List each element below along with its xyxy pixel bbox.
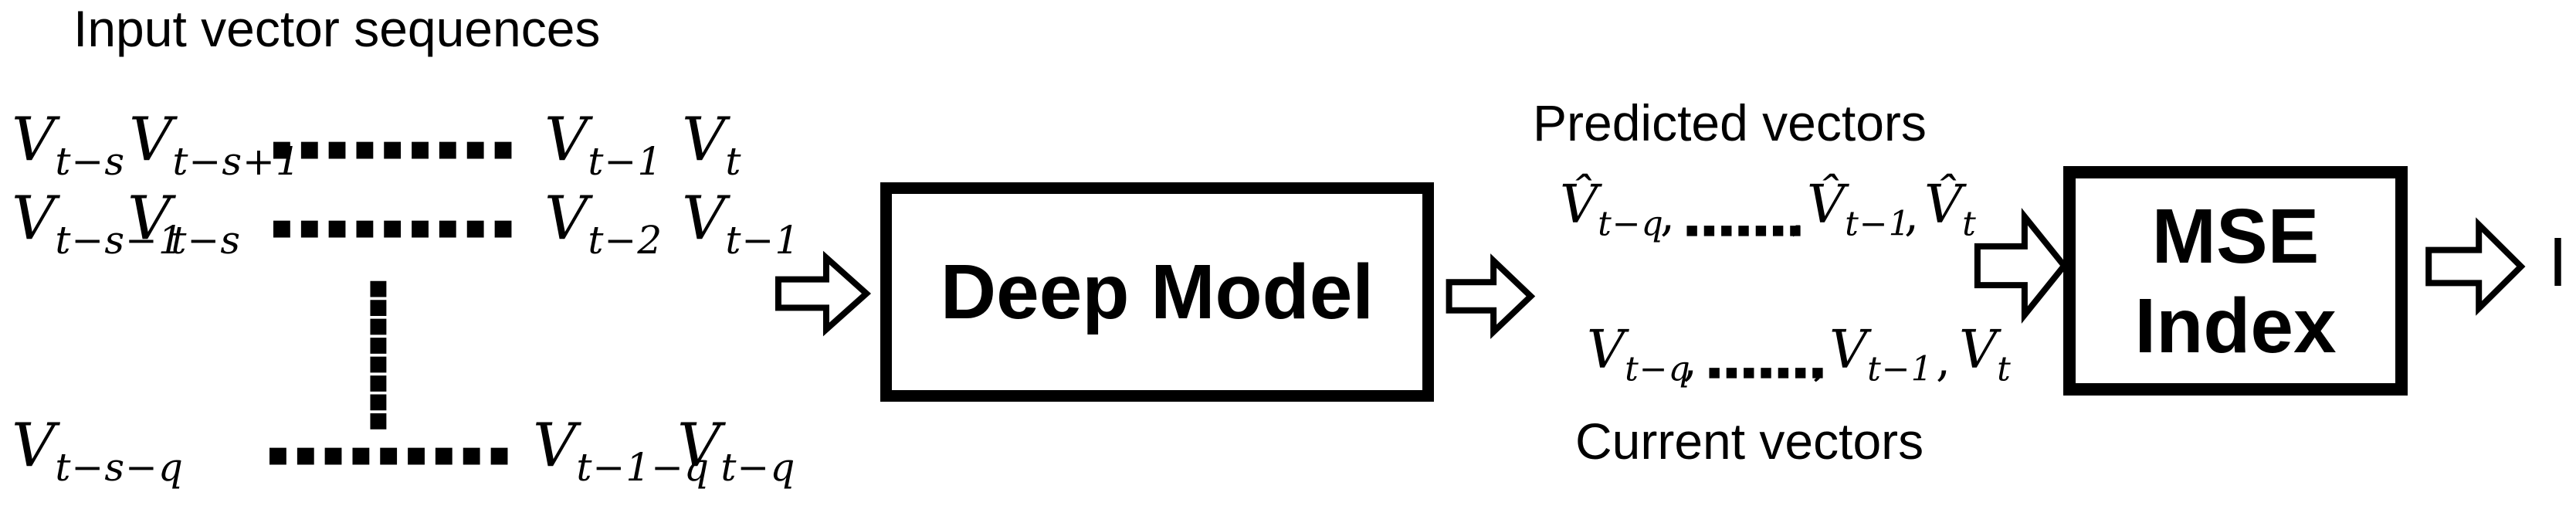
math-term: Vt−q <box>1587 320 1691 389</box>
math-term: V̂t−q <box>1560 175 1664 244</box>
mse-index-label: MSE Index <box>2134 192 2336 371</box>
math-term: V̂t <box>1924 175 1977 244</box>
math-subscript: t−s−1 <box>55 218 184 263</box>
ellipsis-dots: ▪▪▪▪▪▪▪▪▪ <box>266 434 516 474</box>
math-subscript: t−1 <box>1867 349 1934 389</box>
math-term: Vt−1 <box>544 105 663 184</box>
block-arrow-shape <box>1449 260 1531 331</box>
math-term: Vt−q <box>677 411 796 490</box>
math-subscript: t−1 <box>588 139 663 184</box>
block-arrow-right-icon <box>1974 209 2068 323</box>
math-subscript: t <box>725 139 742 184</box>
math-subscript: t−1 <box>1845 204 1911 244</box>
block-arrow-shape <box>2429 225 2521 308</box>
math-separator: , <box>1936 333 1951 387</box>
math-subscript: t <box>1997 349 2012 389</box>
math-subscript: t−1−q <box>576 445 710 490</box>
math-term: Vt <box>1959 320 2012 389</box>
math-term: Vt−s+1 <box>129 105 301 184</box>
math-term: Vt−s−1 <box>12 184 184 263</box>
math-subscript: t−s+1 <box>172 139 301 184</box>
block-arrow-right-icon <box>1446 255 1534 338</box>
block-arrow-shape <box>1978 216 2064 314</box>
math-subscript: t−1 <box>725 218 801 263</box>
math-term: Vt−s−q <box>12 411 184 490</box>
math-subscript: t−q <box>1598 204 1664 244</box>
block-arrow-shape <box>778 258 866 330</box>
math-separator: , <box>1660 188 1676 242</box>
math-term: Vt <box>682 105 742 184</box>
math-separator: , <box>1790 188 1805 242</box>
math-term: Vt−s <box>127 184 241 263</box>
math-term: Vt−1 <box>682 184 801 263</box>
deep-model-box: Deep Model <box>880 182 1434 402</box>
math-subscript: t−s <box>55 139 125 184</box>
math-subscript: t−q <box>720 445 796 490</box>
ellipsis-dots: ▪▪▪▪▪▪▪ <box>1707 360 1829 384</box>
math-term: Vt−2 <box>544 184 663 263</box>
math-subscript: t−s <box>171 218 241 263</box>
block-arrow-right-icon <box>2425 218 2525 315</box>
ellipsis-dots: ▪▪▪▪▪▪▪▪▪ <box>270 128 520 168</box>
input-sequences-title: Input vector sequences <box>73 0 601 57</box>
math-subscript: t−q <box>1625 349 1691 389</box>
math-separator: , <box>1683 333 1698 387</box>
mse-index-box: MSE Index <box>2063 166 2408 396</box>
output-index-label: I <box>2548 224 2568 301</box>
math-subscript: t−2 <box>588 218 663 263</box>
current-vectors-title: Current vectors <box>1575 413 1924 470</box>
ellipsis-dots: ▪▪▪▪▪▪▪▪▪ <box>270 207 520 246</box>
math-term: Vt−1−q <box>533 411 710 490</box>
mse-index-label-line2: Index <box>2134 282 2337 369</box>
deep-model-label: Deep Model <box>940 249 1374 335</box>
math-separator: , <box>1812 333 1828 387</box>
vertical-ellipsis-dots: ▪▪▪▪▪▪▪▪ <box>362 278 400 430</box>
math-term: Vt−1 <box>1829 320 1934 389</box>
math-subscript: t−s−q <box>55 445 184 490</box>
math-term: Vt−s <box>12 105 125 184</box>
math-separator: , <box>1904 188 1920 242</box>
ellipsis-dots: ▪▪▪▪▪▪▪ <box>1685 218 1806 242</box>
predicted-vectors-title: Predicted vectors <box>1533 94 1927 151</box>
math-subscript: t <box>1962 204 1977 244</box>
block-arrow-right-icon <box>774 252 870 335</box>
math-term: V̂t−1 <box>1807 175 1911 244</box>
mse-index-label-line1: MSE <box>2151 192 2320 280</box>
